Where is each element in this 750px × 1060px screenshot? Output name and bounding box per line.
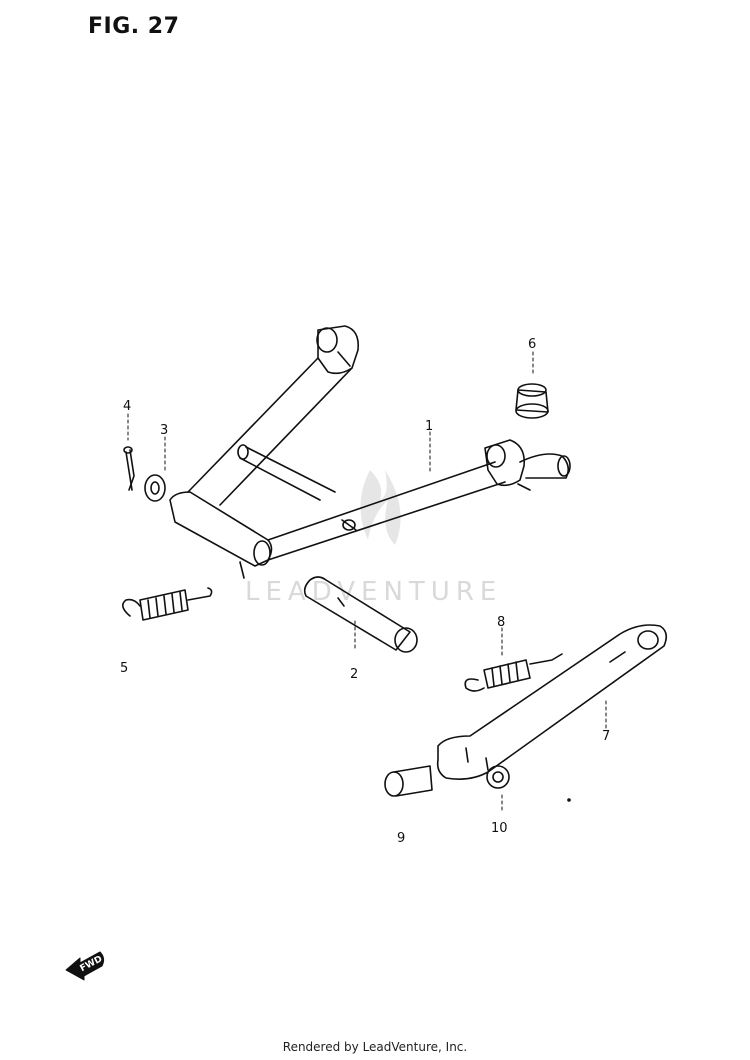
side-stand-bolt — [384, 765, 433, 797]
watermark: LEADVENTURE — [245, 470, 502, 607]
stand-pivot-pin — [303, 576, 418, 653]
leader-lines — [127, 351, 607, 811]
washer — [144, 474, 166, 502]
callout-3: 3 — [160, 423, 168, 438]
callout-10: 10 — [491, 821, 508, 836]
center-stand-frame — [169, 325, 571, 579]
footer-credit: Rendered by LeadVenture, Inc. — [282, 1040, 468, 1054]
callout-4: 4 — [123, 399, 131, 414]
callout-2: 2 — [350, 667, 358, 682]
cotter-pin — [123, 446, 135, 491]
side-stand-spring — [464, 653, 563, 692]
rubber-stopper — [515, 383, 549, 419]
side-stand-nut — [486, 765, 510, 789]
side-stand — [436, 624, 668, 780]
stand-spring — [122, 587, 213, 621]
callout-8: 8 — [497, 615, 505, 630]
figure-title: FIG. 27 — [88, 14, 180, 39]
callout-5: 5 — [120, 661, 128, 676]
callout-9: 9 — [397, 831, 405, 846]
watermark-text: LEADVENTURE — [245, 577, 502, 607]
callout-7: 7 — [602, 729, 610, 744]
callout-6: 6 — [528, 337, 536, 352]
forward-arrow-icon: FWD — [65, 951, 105, 981]
callout-1: 1 — [425, 419, 433, 434]
stray-mark — [567, 798, 571, 802]
